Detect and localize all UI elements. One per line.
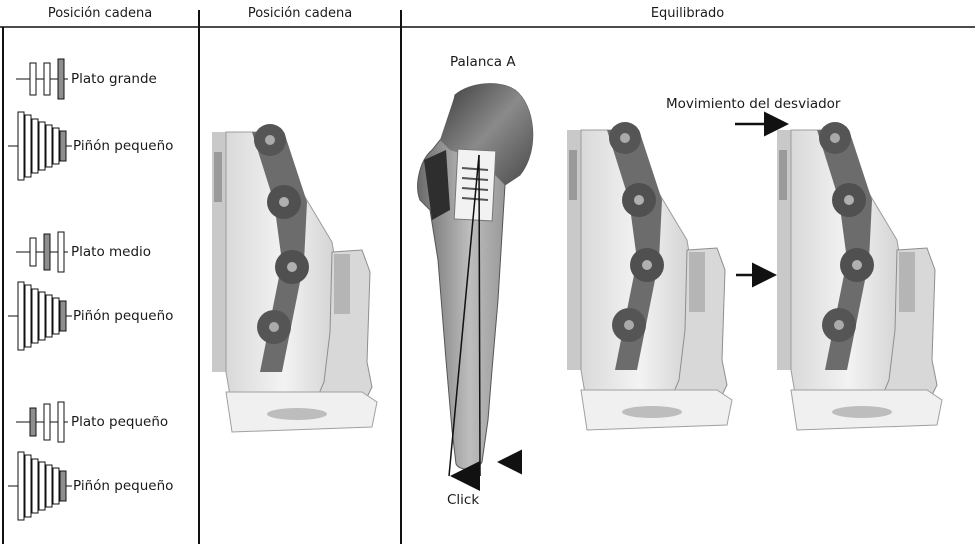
chainring-label-small: Plato pequeño: [71, 414, 168, 430]
lever-travel-line-2: [479, 155, 480, 476]
cassette-icon-3: [8, 452, 72, 520]
derailleur-movement-label: Movimiento del desviador: [666, 96, 840, 112]
cassette-icon-2: [8, 282, 72, 350]
chainring-label-large: Plato grande: [71, 71, 157, 87]
sprocket-label-2: Piñón pequeño: [73, 308, 173, 324]
chain-derailleur-photo-3: [777, 122, 942, 430]
click-label: Click: [447, 492, 479, 508]
chainring-medium-icon: [16, 232, 68, 272]
chainring-label-medium: Plato medio: [71, 244, 151, 260]
chainring-small-icon: [16, 402, 68, 442]
cassette-icon-1: [8, 112, 72, 180]
lever-label: Palanca A: [450, 54, 516, 70]
shift-lever-photo: [418, 84, 533, 469]
chain-derailleur-photo-2: [567, 122, 732, 430]
chainring-large-icon: [16, 59, 68, 99]
sprocket-label-3: Piñón pequeño: [73, 478, 173, 494]
sprocket-label-1: Piñón pequeño: [73, 138, 173, 154]
chain-derailleur-photo-1: [212, 124, 377, 432]
